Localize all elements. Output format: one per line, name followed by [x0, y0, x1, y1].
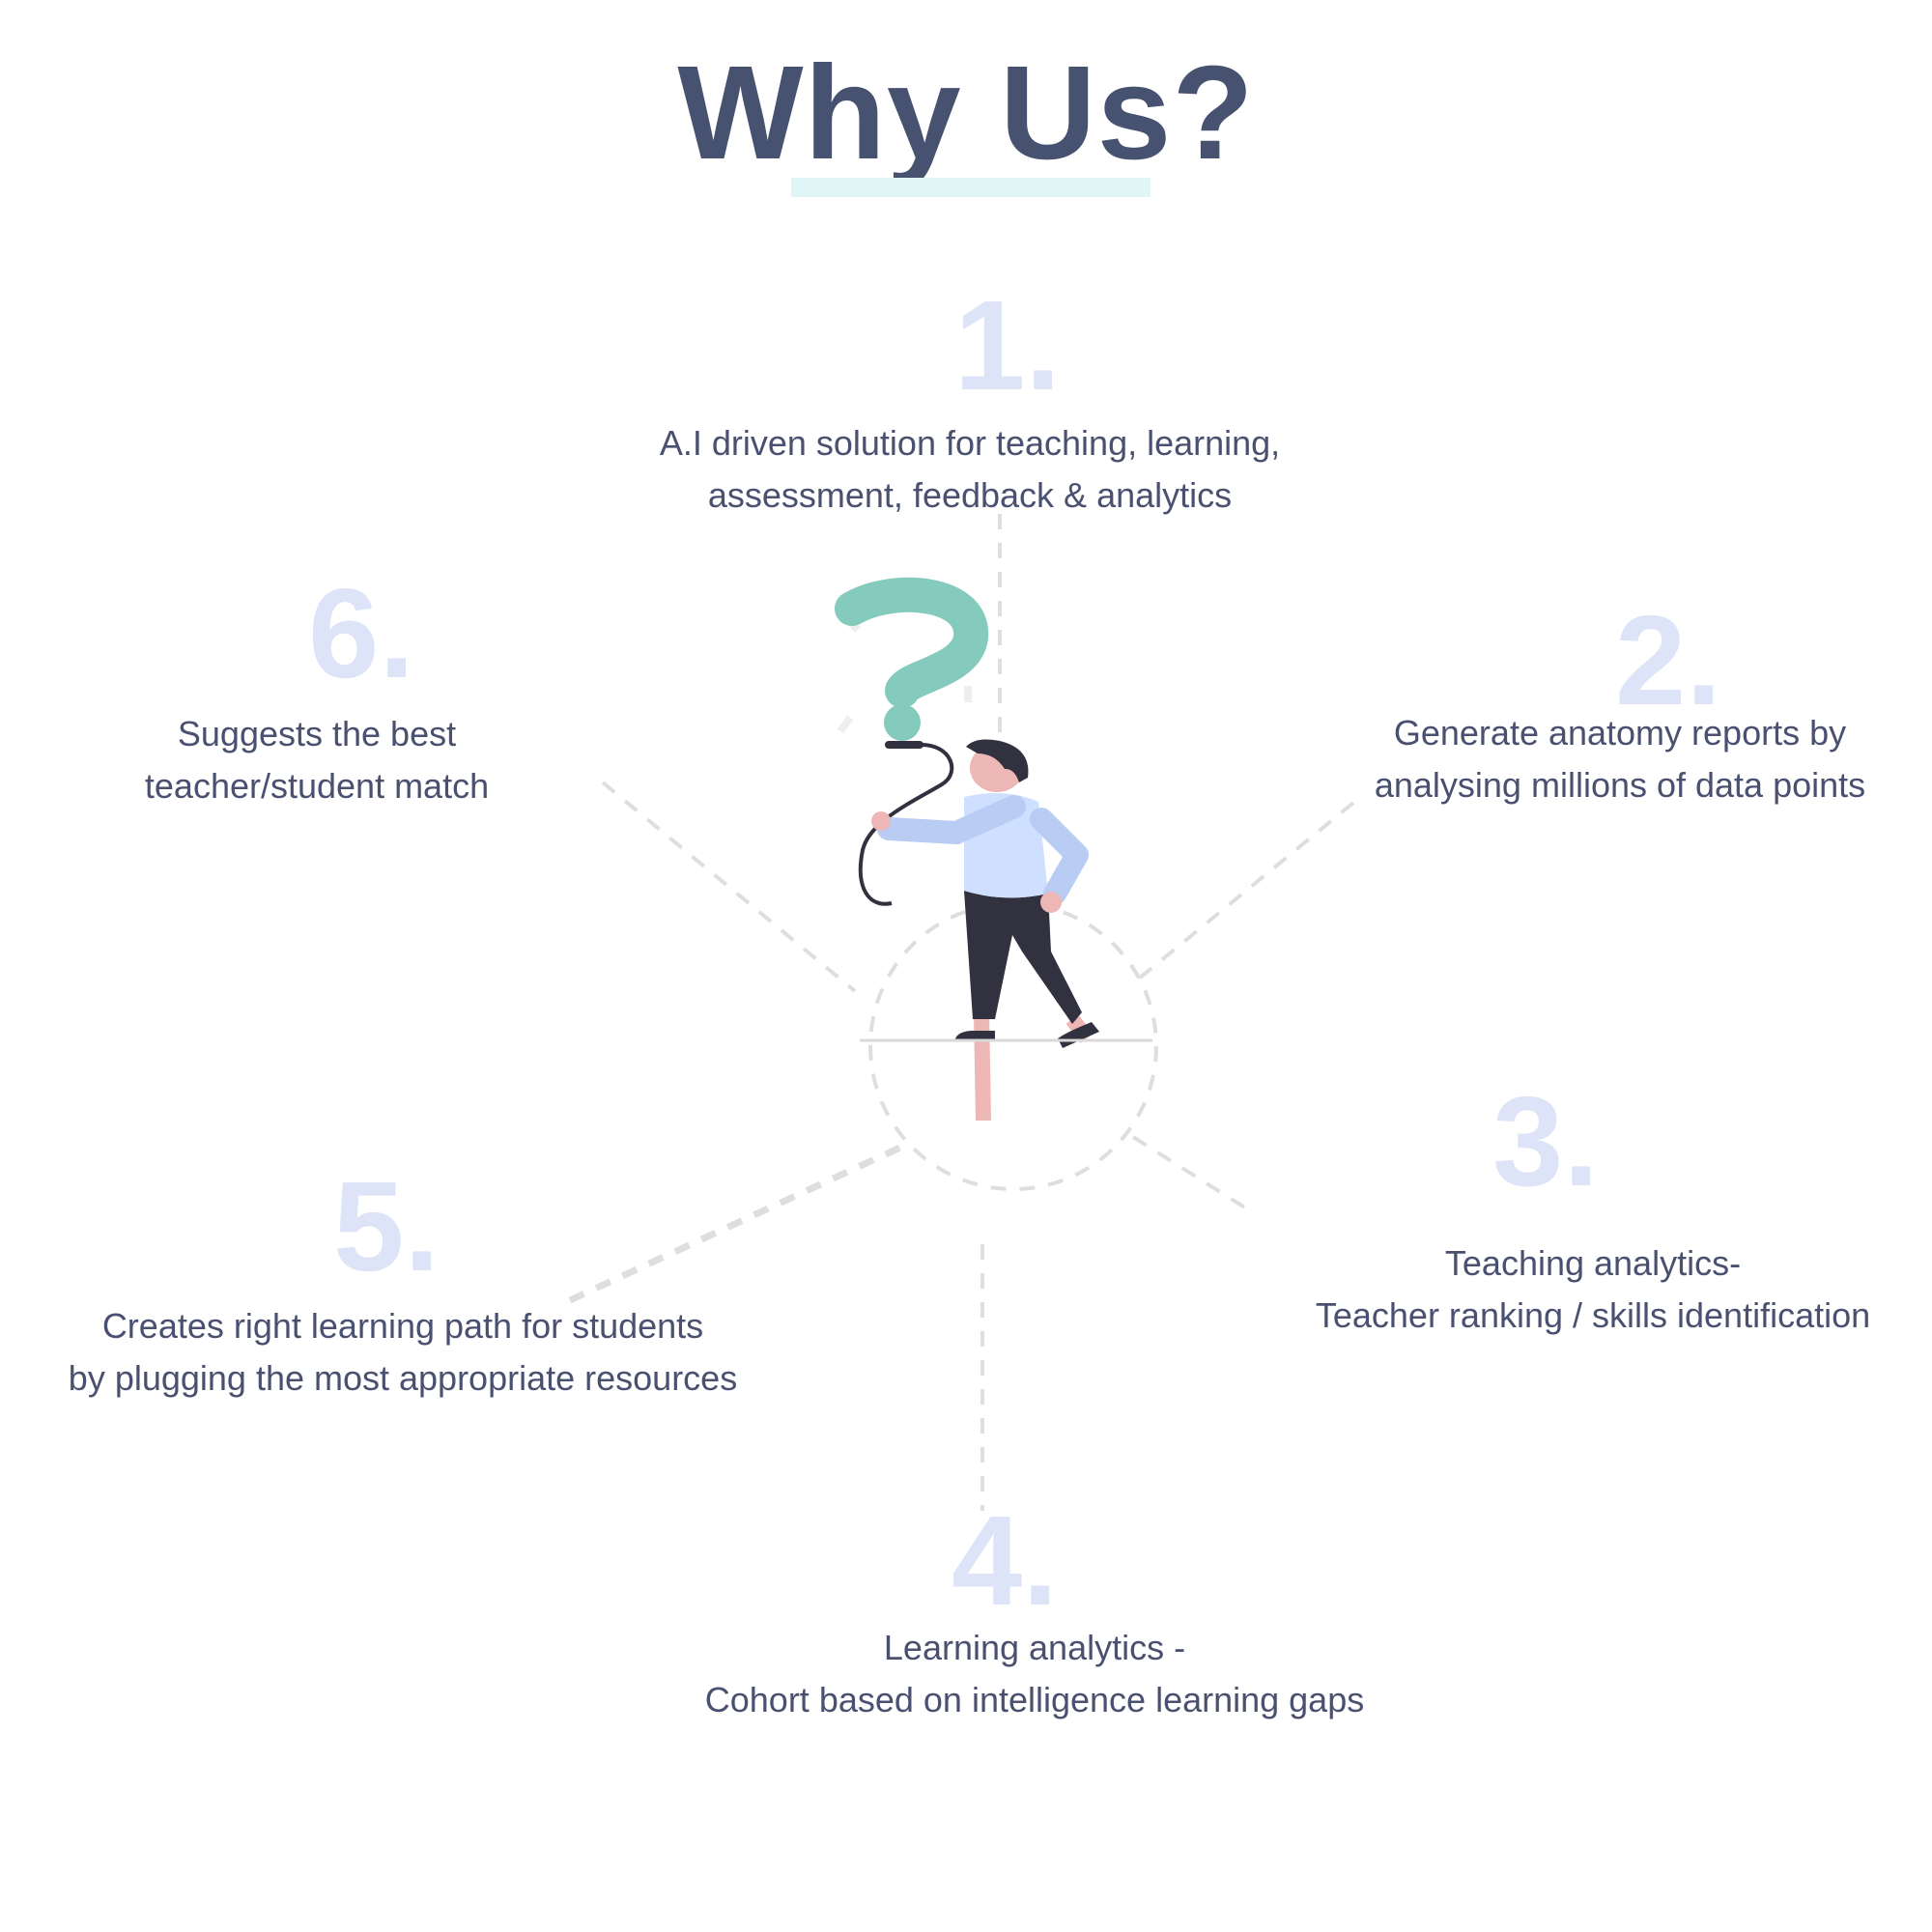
point-1-line-1: A.I driven solution for teaching, learni…	[659, 423, 1281, 463]
point-4-line-1: Learning analytics -	[883, 1628, 1186, 1667]
point-4-number: 4.	[951, 1490, 1059, 1632]
point-6-number: 6.	[307, 562, 415, 704]
point-1-number: 1.	[953, 274, 1062, 416]
dashed-circle	[868, 901, 1158, 1191]
question-mark-icon	[835, 577, 989, 708]
point-2-line-2: analysing millions of data points	[1374, 765, 1866, 805]
point-5-line-1: Creates right learning path for students	[101, 1306, 704, 1346]
point-6-line-1: Suggests the best	[177, 714, 457, 753]
connector-3	[1131, 1135, 1253, 1213]
point-3-text: Teaching analytics- Teacher ranking / sk…	[1316, 1237, 1870, 1342]
point-1-text: A.I driven solution for teaching, learni…	[660, 417, 1280, 522]
point-6-text: Suggests the best teacher/student match	[145, 708, 489, 812]
point-3-line-1: Teaching analytics-	[1444, 1243, 1742, 1283]
title-underline	[791, 178, 1151, 197]
point-2-number: 2.	[1614, 589, 1722, 731]
point-4-text: Learning analytics - Cohort based on int…	[705, 1622, 1364, 1726]
point-5-line-2: by plugging the most appropriate resourc…	[68, 1358, 738, 1398]
point-3-line-2: Teacher ranking / skills identification	[1315, 1295, 1871, 1335]
person-with-question-illustration	[835, 577, 1152, 1122]
point-3-number: 3.	[1492, 1070, 1600, 1212]
point-2-line-1: Generate anatomy reports by	[1393, 713, 1847, 753]
point-5-number: 5.	[332, 1155, 440, 1297]
point-4-line-2: Cohort based on intelligence learning ga…	[704, 1680, 1365, 1719]
connector-6	[601, 781, 857, 993]
point-5-text: Creates right learning path for students…	[69, 1300, 737, 1405]
connector-5	[568, 1142, 906, 1304]
point-6-line-2: teacher/student match	[144, 766, 490, 806]
connector-2	[1137, 801, 1355, 980]
point-1-line-2: assessment, feedback & analytics	[707, 475, 1233, 515]
point-2-text: Generate anatomy reports by analysing mi…	[1375, 707, 1865, 811]
page-title: Why Us?	[677, 39, 1255, 187]
